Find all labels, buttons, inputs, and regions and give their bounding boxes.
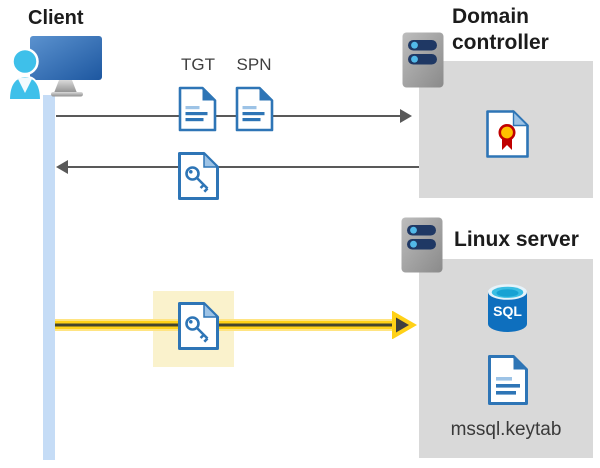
sql-badge-label: SQL bbox=[493, 303, 522, 319]
domain-controller-server-icon bbox=[402, 32, 444, 88]
domain-controller-label: Domain controller bbox=[452, 5, 549, 54]
client-timeline-bar bbox=[43, 95, 55, 460]
sql-database-icon: SQL bbox=[488, 284, 527, 332]
linux-server-icon bbox=[401, 217, 443, 273]
tgt-document-icon bbox=[178, 86, 217, 132]
response-arrow-head-icon bbox=[56, 160, 68, 174]
spn-label: SPN bbox=[236, 55, 272, 74]
kerberos-ticket-arrow-head-icon bbox=[392, 311, 417, 339]
kerberos-ticket-arrow-line bbox=[55, 319, 398, 331]
response-arrow-line bbox=[66, 166, 419, 168]
key-document-icon bbox=[178, 151, 220, 200]
keytab-document-icon bbox=[488, 355, 528, 405]
request-arrow-line bbox=[56, 115, 402, 117]
keytab-key-document-icon bbox=[178, 301, 220, 350]
client-label: Client bbox=[28, 7, 84, 29]
linux-server-label: Linux server bbox=[454, 228, 579, 251]
certificate-icon bbox=[486, 109, 530, 158]
keytab-file-label: mssql.keytab bbox=[450, 419, 562, 440]
request-arrow-head-icon bbox=[400, 109, 412, 123]
client-workstation-icon bbox=[8, 36, 102, 100]
spn-document-icon bbox=[235, 86, 274, 132]
tgt-label: TGT bbox=[181, 55, 215, 74]
